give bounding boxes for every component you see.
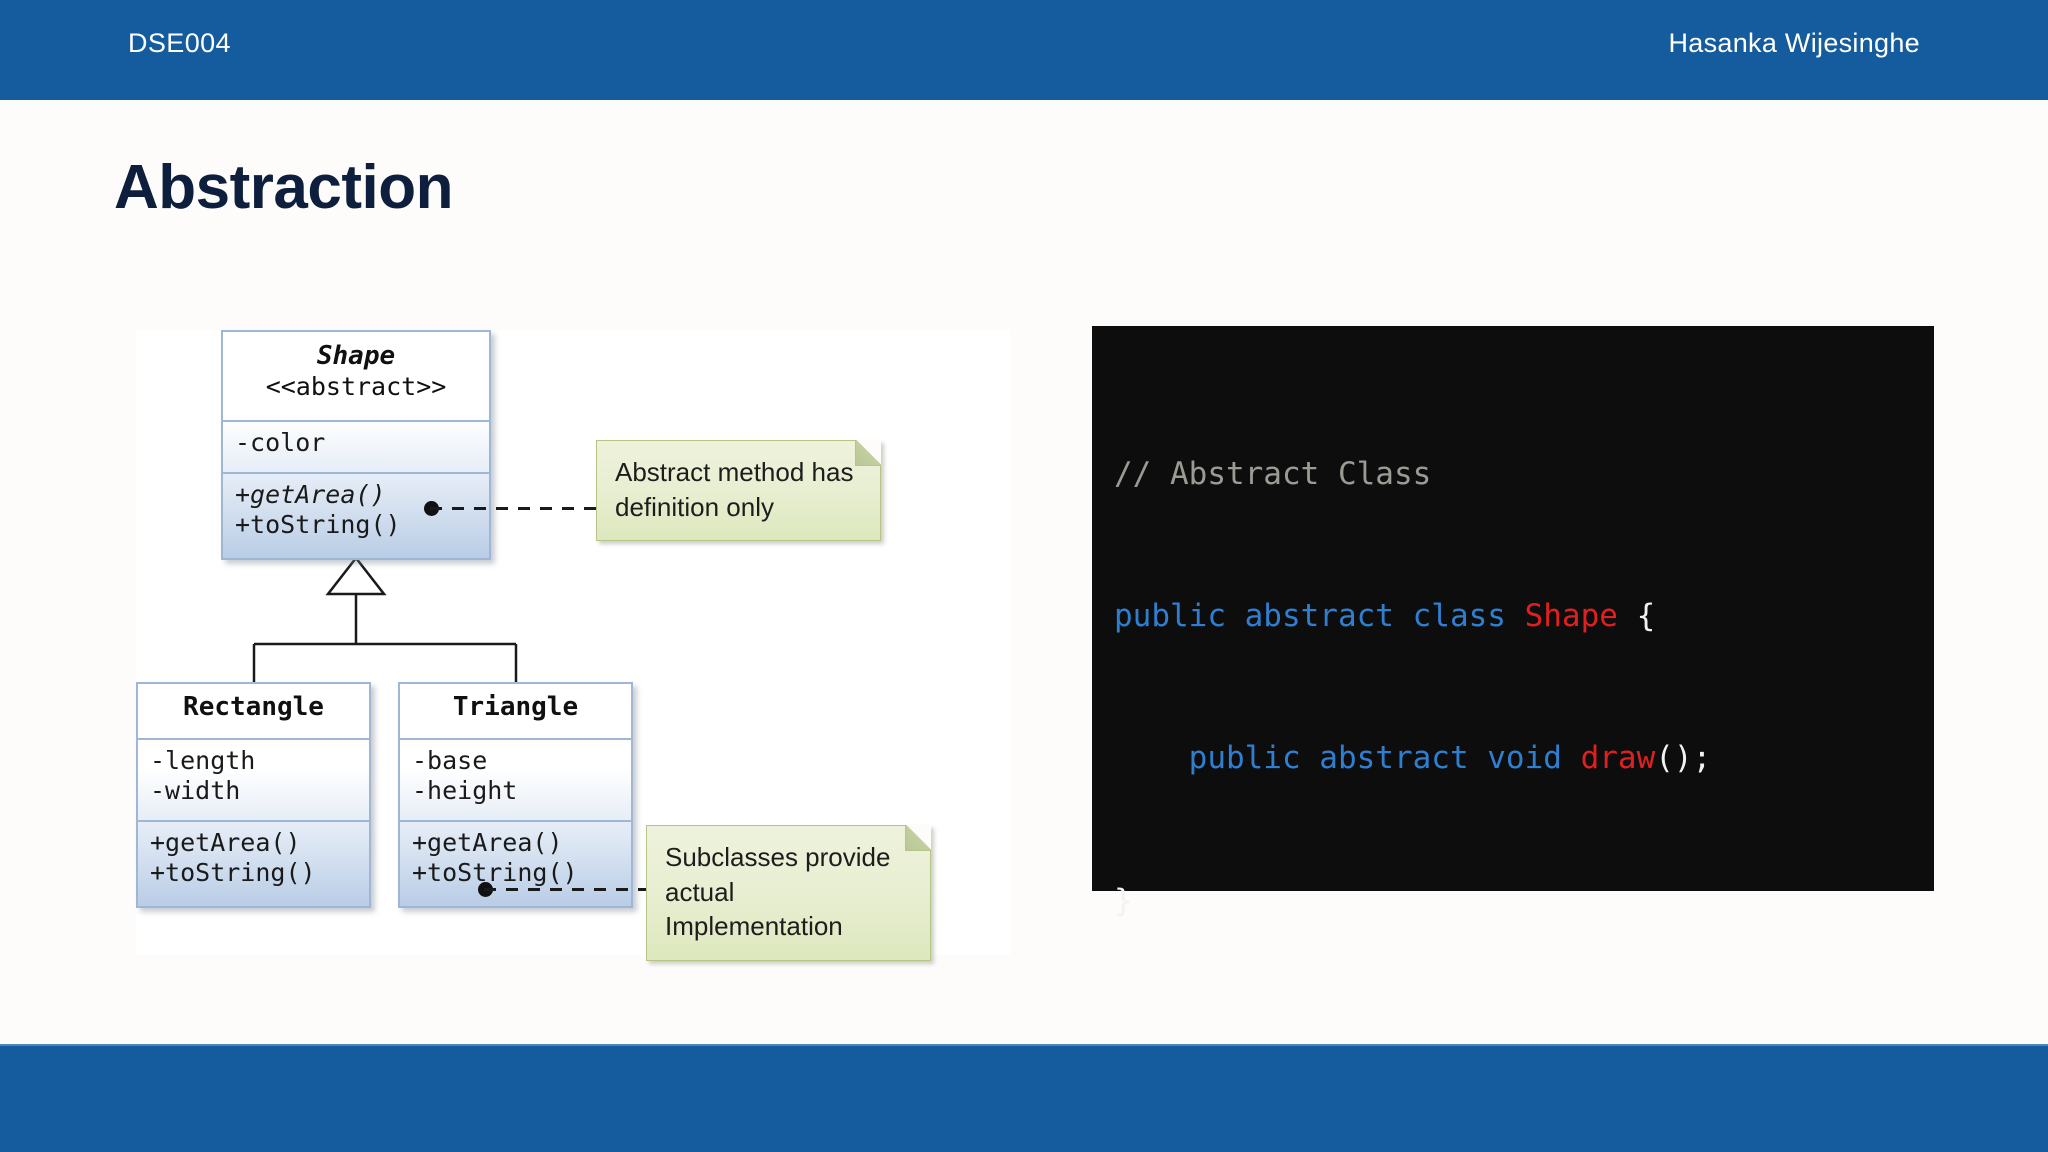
code-comment: // Abstract Class xyxy=(1114,455,1432,492)
uml-class-rectangle-name: Rectangle xyxy=(183,692,324,722)
uml-class-triangle-attributes: -base -height xyxy=(400,738,631,820)
uml-class-shape[interactable]: Shape <<abstract>> -color +getArea() +to… xyxy=(221,330,491,560)
uml-attribute: -color xyxy=(235,428,326,457)
code-punct: (); xyxy=(1655,740,1712,777)
uml-attribute: -height xyxy=(412,775,518,805)
uml-operation: +toString() xyxy=(235,509,401,539)
code-punct: } xyxy=(1114,882,1133,919)
uml-class-shape-operations: +getArea() +toString() xyxy=(223,472,489,558)
note-fold-corner-icon xyxy=(905,825,931,851)
uml-class-shape-attributes: -color xyxy=(223,420,489,472)
note-subclasses: Subclasses provide actual Implementation xyxy=(646,825,931,961)
note-abstract-method-text: Abstract method has definition only xyxy=(615,457,854,522)
note-connector-line xyxy=(430,507,600,510)
code-keyword: public abstract class xyxy=(1114,598,1525,635)
inheritance-connector xyxy=(252,555,518,684)
note-connector-line xyxy=(484,888,650,891)
author-label: Hasanka Wijesinghe xyxy=(1668,28,1920,58)
note-subclasses-text: Subclasses provide actual Implementation xyxy=(665,842,891,942)
uml-class-triangle-header: Triangle xyxy=(400,684,631,738)
uml-class-triangle-name: Triangle xyxy=(452,692,579,722)
uml-class-shape-name: Shape xyxy=(316,341,396,371)
page-title: Abstraction xyxy=(114,153,453,222)
top-header-bar: DSE004 Hasanka Wijesinghe xyxy=(0,0,2048,100)
note-fold-corner-icon xyxy=(855,440,881,466)
uml-class-shape-stereotype: <<abstract>> xyxy=(265,371,447,401)
uml-operation: +getArea() xyxy=(412,828,563,857)
note-abstract-method: Abstract method has definition only xyxy=(596,440,881,542)
code-punct: { xyxy=(1617,598,1656,635)
uml-operation: +getArea() xyxy=(235,480,386,509)
uml-class-triangle[interactable]: Triangle -base -height +getArea() +toStr… xyxy=(398,682,633,908)
uml-attribute: -length xyxy=(150,746,256,775)
uml-operation: +toString() xyxy=(412,857,578,887)
uml-class-rectangle-attributes: -length -width xyxy=(138,738,369,820)
uml-diagram-panel: Shape <<abstract>> -color +getArea() +to… xyxy=(136,330,1010,961)
uml-class-rectangle-header: Rectangle xyxy=(138,684,369,738)
uml-attribute: -base xyxy=(412,746,488,775)
bottom-footer-bar xyxy=(0,1044,2048,1152)
uml-attribute: -width xyxy=(150,775,241,805)
uml-operation: +toString() xyxy=(150,857,316,887)
uml-class-shape-header: Shape <<abstract>> xyxy=(223,332,489,420)
uml-class-rectangle-operations: +getArea() +toString() xyxy=(138,820,369,906)
code-snippet-panel: // Abstract Class public abstract class … xyxy=(1092,326,1934,1152)
code-line-abstract-method: public abstract void draw(); xyxy=(1114,735,1934,782)
code-type-name: Shape xyxy=(1524,598,1618,635)
code-line-abstract-class: public abstract class Shape { xyxy=(1114,593,1934,640)
code-line-abstract-close: } xyxy=(1114,878,1934,925)
code-keyword: public abstract void xyxy=(1114,740,1581,777)
uml-class-triangle-operations: +getArea() +toString() xyxy=(400,820,631,906)
uml-operation: +getArea() xyxy=(150,828,301,857)
code-line-abstract-comment: // Abstract Class xyxy=(1114,451,1934,498)
course-code-label: DSE004 xyxy=(128,28,231,58)
uml-class-rectangle[interactable]: Rectangle -length -width +getArea() +toS… xyxy=(136,682,371,908)
code-method-name: draw xyxy=(1580,740,1656,777)
